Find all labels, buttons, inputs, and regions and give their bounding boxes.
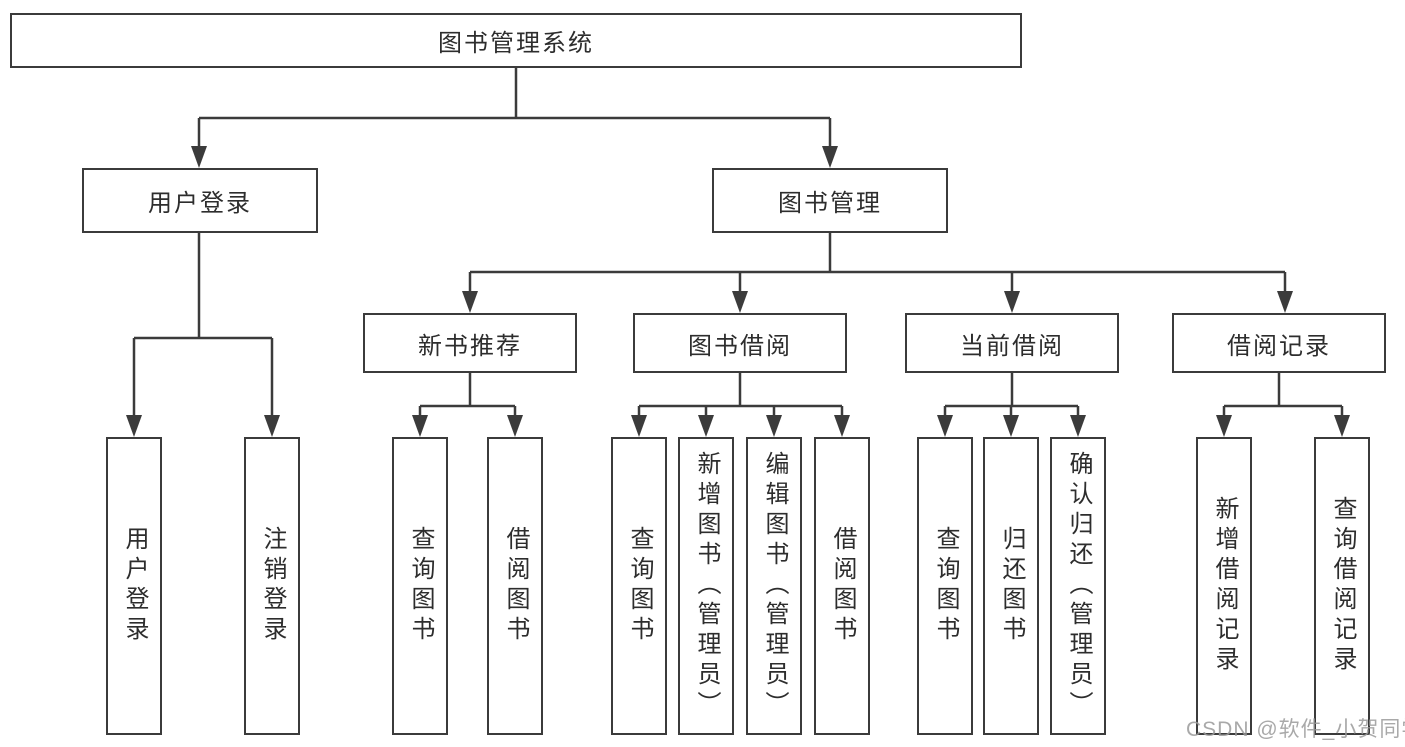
node-label: 编辑图书（管理员） (761, 451, 788, 721)
node-label: 借阅图书 (829, 526, 856, 646)
node-label: 新书推荐 (418, 332, 522, 360)
leaf-borrow-books-recommendation: 借阅图书 (487, 437, 543, 735)
leaf-query-books-borrowing: 查询图书 (611, 437, 667, 735)
node-label: 归还图书 (998, 526, 1025, 646)
node-user-login: 用户登录 (82, 168, 318, 233)
node-label: 借阅图书 (502, 526, 529, 646)
leaf-borrow-books-borrowing: 借阅图书 (814, 437, 870, 735)
leaf-user-login: 用户登录 (106, 437, 162, 735)
leaf-logout: 注销登录 (244, 437, 300, 735)
node-label: 查询图书 (407, 526, 434, 646)
csdn-watermark: CSDN @软件_小贺同学 (1186, 718, 1405, 741)
leaf-query-borrow-record: 查询借阅记录 (1314, 437, 1370, 735)
node-label: 图书管理系统 (438, 30, 594, 57)
node-label: 图书管理 (778, 190, 882, 217)
leaf-add-book-admin: 新增图书（管理员） (678, 437, 734, 735)
node-book-borrowing: 图书借阅 (633, 313, 847, 373)
node-book-management: 图书管理 (712, 168, 948, 233)
leaf-edit-book-admin: 编辑图书（管理员） (746, 437, 802, 735)
node-label: 查询图书 (932, 526, 959, 646)
node-label: 用户登录 (148, 190, 252, 217)
node-current-borrowing: 当前借阅 (905, 313, 1119, 373)
node-label: 新增借阅记录 (1211, 496, 1238, 676)
leaf-add-borrow-record: 新增借阅记录 (1196, 437, 1252, 735)
leaf-return-book: 归还图书 (983, 437, 1039, 735)
node-borrowing-records: 借阅记录 (1172, 313, 1386, 373)
node-label: 当前借阅 (960, 332, 1064, 360)
node-label: 图书借阅 (688, 332, 792, 360)
node-library-management-system: 图书管理系统 (10, 13, 1022, 68)
leaf-confirm-return-admin: 确认归还（管理员） (1050, 437, 1106, 735)
leaf-query-books-current: 查询图书 (917, 437, 973, 735)
node-label: 查询借阅记录 (1329, 496, 1356, 676)
node-label: 确认归还（管理员） (1065, 451, 1092, 721)
node-label: 查询图书 (626, 526, 653, 646)
leaf-query-books-recommendation: 查询图书 (392, 437, 448, 735)
node-new-book-recommendation: 新书推荐 (363, 313, 577, 373)
node-label: 新增图书（管理员） (693, 451, 720, 721)
node-label: 借阅记录 (1227, 332, 1331, 360)
node-label: 用户登录 (121, 526, 148, 646)
node-label: 注销登录 (259, 526, 286, 646)
